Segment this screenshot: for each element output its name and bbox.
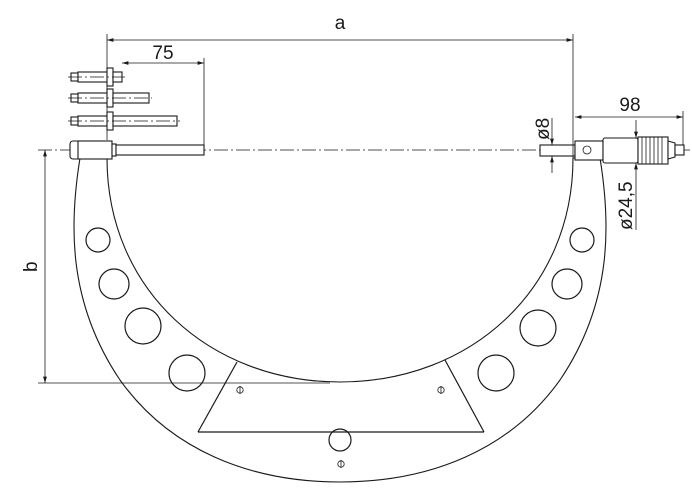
- hole: [477, 354, 515, 392]
- dimension-a-label: a: [335, 13, 346, 34]
- hole: [168, 354, 206, 392]
- dimension-a: a: [106, 13, 574, 158]
- hole: [328, 428, 352, 452]
- spare-anvils: [68, 67, 180, 131]
- lock-icon: [582, 145, 592, 155]
- hole: [85, 227, 111, 253]
- dimension-thimble-label: ø24,5: [616, 181, 637, 230]
- dimension-75-label: 75: [152, 43, 173, 64]
- frame-insulation-edge-left: [197, 361, 238, 433]
- thimble-knurl: [637, 136, 669, 165]
- frame: [73, 157, 607, 483]
- spare-anvil-medium: [68, 88, 152, 108]
- hole: [569, 227, 595, 253]
- spare-anvil-long: [68, 111, 180, 131]
- dimension-98-label: 98: [619, 95, 640, 116]
- hole: [551, 268, 583, 300]
- frame-insulation-edge-right: [444, 359, 485, 433]
- dimension-thimble-diameter: ø24,5: [616, 120, 638, 230]
- hole: [124, 307, 162, 345]
- dimension-98: 98: [575, 95, 684, 145]
- hole: [98, 268, 130, 300]
- frame-holes: [85, 227, 595, 452]
- hole: [519, 309, 557, 347]
- dimension-b: b: [21, 150, 330, 384]
- screw-icons: [236, 386, 445, 468]
- dimension-75: 75: [122, 43, 205, 145]
- micrometer-head: [539, 136, 685, 165]
- dimension-b-label: b: [21, 261, 42, 272]
- dimension-spindle-diameter: ø8: [533, 118, 554, 173]
- spare-anvil-short: [68, 67, 125, 87]
- main-anvil: [69, 140, 205, 160]
- dimension-spindle-label: ø8: [533, 118, 554, 140]
